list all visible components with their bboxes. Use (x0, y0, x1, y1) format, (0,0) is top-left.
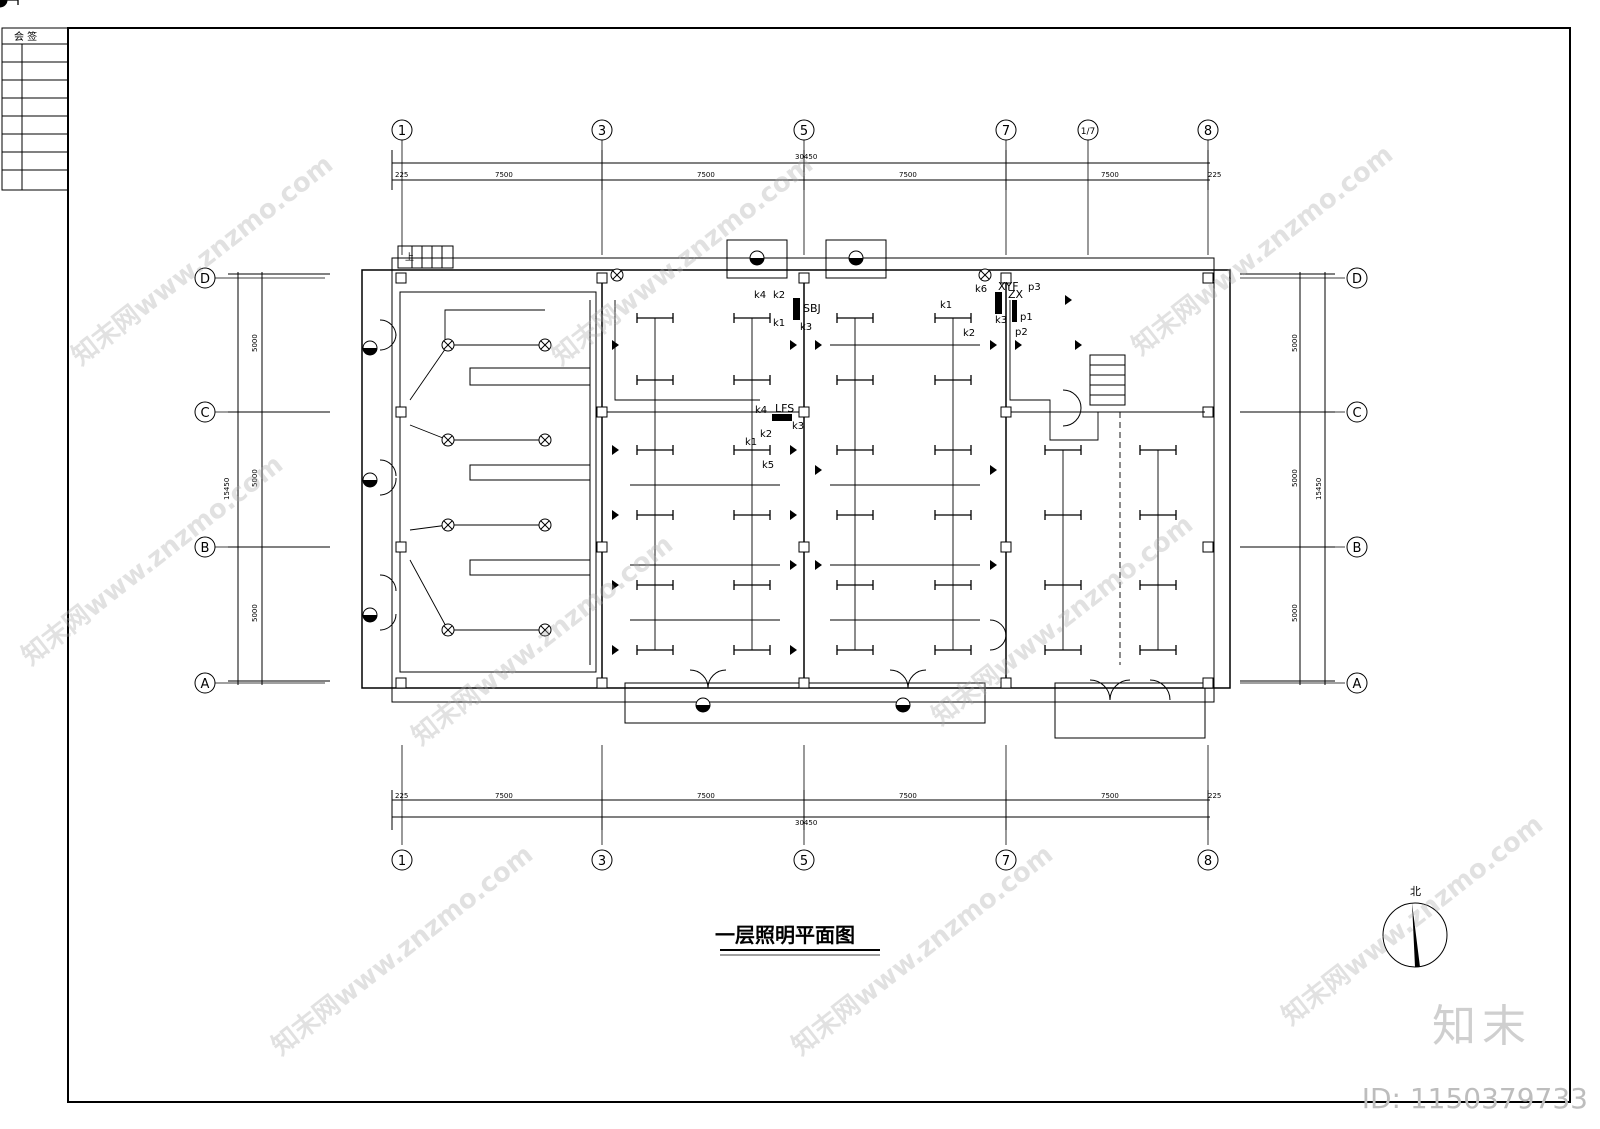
stair-up-label: 上 (405, 252, 414, 263)
switch-label: k3 (792, 421, 804, 432)
grid-lines (215, 140, 1345, 845)
switch-label: k4 (755, 405, 767, 416)
grid-bubbles-rows: D C B A D C B A (194, 267, 1368, 694)
grid-bubbles-bottom: 1 3 5 7 8 (391, 849, 1219, 871)
dim-edge: 225 (1208, 171, 1221, 179)
drawing-frame (67, 27, 1571, 1103)
zx-label: ZX (1008, 288, 1024, 301)
dim-span: 7500 (1101, 171, 1119, 179)
dim-bay: 5000 (251, 604, 259, 622)
grid-label-bottom: 7 (1002, 854, 1010, 869)
doors (379, 319, 1171, 701)
switch-label: k1 (745, 437, 757, 448)
dim-bay: 5000 (251, 469, 259, 487)
grid-label-top: 5 (800, 124, 808, 139)
drawing-title-group: 一层照明平面图 (715, 923, 880, 956)
bottom-dimensions: 225 7500 7500 7500 7500 225 30450 (391, 790, 1221, 830)
dim-total-depth: 15450 (1315, 478, 1323, 500)
dim-bay: 5000 (1291, 604, 1299, 622)
switch-label: k6 (975, 284, 987, 295)
dim-edge: 225 (1208, 792, 1221, 800)
switch-label: k4 (754, 290, 766, 301)
wiring-runs (409, 300, 1205, 665)
dim-total-top: 30450 (795, 153, 817, 161)
grid-row-left: A (201, 677, 210, 692)
building-walls (361, 239, 1231, 739)
panel-xyf (995, 292, 1002, 314)
panel-zx (1012, 300, 1017, 322)
dim-span: 7500 (697, 792, 715, 800)
grid-label-bottom: 5 (800, 854, 808, 869)
north-arrow-icon: 北 (1382, 885, 1448, 968)
switch-label: k2 (760, 429, 772, 440)
plan-labels: 上 SBJ LFS XYF ZX k1 k2 k3 k4 k1 k2 k3 k4… (405, 252, 1041, 471)
panel-sbj (793, 298, 800, 320)
grid-row-right: C (1352, 406, 1361, 421)
grid-label-top: 8 (1204, 124, 1212, 139)
brand-logo: 知末 (1432, 1001, 1532, 1052)
sign-block-label: 会 签 (14, 30, 37, 43)
grid-label-bottom: 3 (598, 854, 606, 869)
switch-label: k3 (800, 322, 812, 333)
north-label: 北 (1410, 885, 1421, 898)
grid-bubbles-top: 1 3 5 7 1/7 8 (391, 119, 1219, 141)
grid-row-right: B (1353, 541, 1362, 556)
grid-row-left: C (200, 406, 209, 421)
dim-span: 7500 (495, 792, 513, 800)
wall-lamps (0, 0, 911, 713)
dim-bay: 5000 (1291, 334, 1299, 352)
switch-label: k1 (940, 300, 952, 311)
grid-label-top: 3 (598, 124, 606, 139)
switch-label: p3 (1028, 282, 1041, 293)
switch-label: k2 (773, 290, 785, 301)
drawing-title: 一层照明平面图 (715, 923, 855, 947)
left-dimensions: 15450 5000 5000 5000 (223, 272, 330, 685)
top-dimensions: 30450 225 7500 7500 7500 7500 225 (391, 150, 1221, 190)
lfs-label: LFS (775, 402, 794, 415)
grid-label-top: 7 (1002, 124, 1010, 139)
switch-label: p2 (1015, 327, 1028, 338)
panel-lfs (772, 414, 792, 421)
grid-row-right: A (1353, 677, 1362, 692)
switch-label: k3 (995, 315, 1007, 326)
dim-total-depth: 15450 (223, 478, 231, 500)
image-id-text: ID: 1150379733 (1361, 1082, 1588, 1115)
switch-label: p1 (1020, 312, 1033, 323)
grid-row-left: D (200, 272, 210, 287)
dim-bay: 5000 (251, 334, 259, 352)
stair (397, 245, 1126, 406)
dim-span: 7500 (899, 171, 917, 179)
switch-label: k5 (762, 460, 774, 471)
dim-span: 7500 (899, 792, 917, 800)
xyf-label: XYF (998, 280, 1019, 293)
fluorescent-fixtures (0, 0, 1177, 656)
switch-label: k2 (963, 328, 975, 339)
switch-label: k1 (773, 318, 785, 329)
grid-label-top: 1/7 (1081, 127, 1095, 137)
grid-label-top: 1 (398, 124, 406, 139)
distribution-panels (772, 292, 1017, 421)
dim-span: 7500 (697, 171, 715, 179)
structural-columns (395, 272, 1214, 689)
grid-label-bottom: 1 (398, 854, 406, 869)
dim-span: 7500 (495, 171, 513, 179)
sign-block: 会 签 (1, 27, 69, 191)
sbj-label: SBJ (803, 302, 821, 315)
grid-label-bottom: 8 (1204, 854, 1212, 869)
dim-span: 7500 (1101, 792, 1119, 800)
right-dimensions: 5000 5000 5000 15450 (1240, 272, 1335, 685)
grid-row-right: D (1352, 272, 1362, 287)
wall-sconces (0, 0, 1082, 655)
grid-row-left: B (201, 541, 210, 556)
dim-bay: 5000 (1291, 469, 1299, 487)
dim-total-bottom: 30450 (795, 819, 817, 827)
